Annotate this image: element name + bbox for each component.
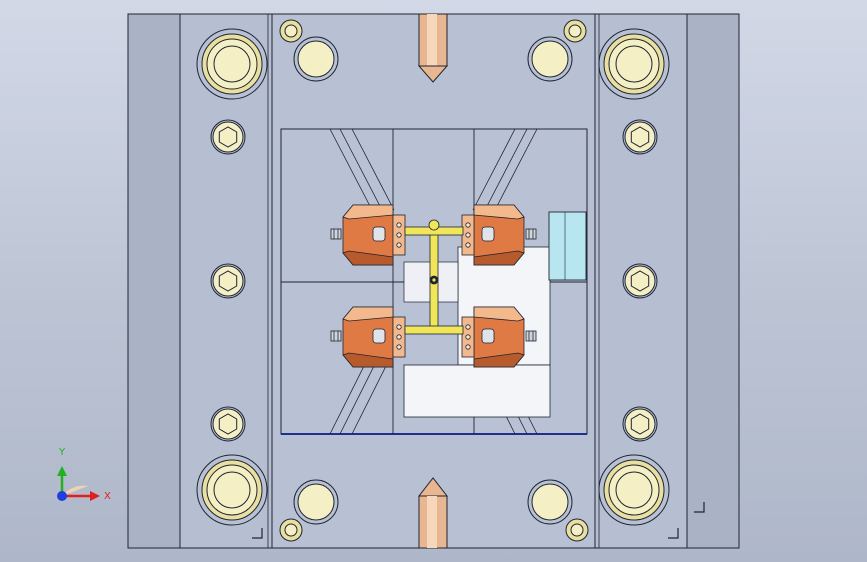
copper-slide-insert[interactable] — [330, 204, 406, 266]
hex-bolt-icon[interactable] — [210, 119, 246, 155]
hex-bolt-icon[interactable] — [622, 406, 658, 442]
axis-x-label: X — [104, 491, 111, 502]
sprue-rod-bottom[interactable] — [417, 477, 449, 549]
slider-block[interactable] — [548, 211, 587, 281]
guide-pin-icon[interactable] — [598, 28, 670, 100]
copper-slide-insert[interactable] — [330, 306, 406, 368]
return-pin-icon[interactable] — [293, 36, 339, 82]
guide-pin-icon[interactable] — [598, 454, 670, 526]
hex-bolt-icon[interactable] — [210, 263, 246, 299]
hex-bolt-icon[interactable] — [622, 263, 658, 299]
socket-bolt-icon[interactable] — [279, 518, 303, 542]
return-pin-icon[interactable] — [527, 479, 573, 525]
sprue-rod-top[interactable] — [417, 13, 449, 83]
axis-y-label: Y — [58, 447, 66, 458]
guide-pin-icon[interactable] — [196, 28, 268, 100]
ejector-block-lower[interactable] — [403, 364, 551, 418]
socket-bolt-icon[interactable] — [565, 518, 589, 542]
runner-system[interactable] — [404, 219, 464, 335]
left-clamp-rail[interactable] — [127, 13, 181, 549]
copper-slide-insert[interactable] — [461, 306, 537, 368]
right-clamp-rail[interactable] — [686, 13, 740, 549]
return-pin-icon[interactable] — [293, 479, 339, 525]
return-pin-icon[interactable] — [527, 36, 573, 82]
hex-bolt-icon[interactable] — [622, 119, 658, 155]
guide-pin-icon[interactable] — [196, 454, 268, 526]
coordinate-triad-icon: Y X — [57, 447, 111, 502]
socket-bolt-icon[interactable] — [279, 19, 303, 43]
hex-bolt-icon[interactable] — [210, 406, 246, 442]
copper-slide-insert[interactable] — [461, 204, 537, 266]
socket-bolt-icon[interactable] — [563, 19, 587, 43]
